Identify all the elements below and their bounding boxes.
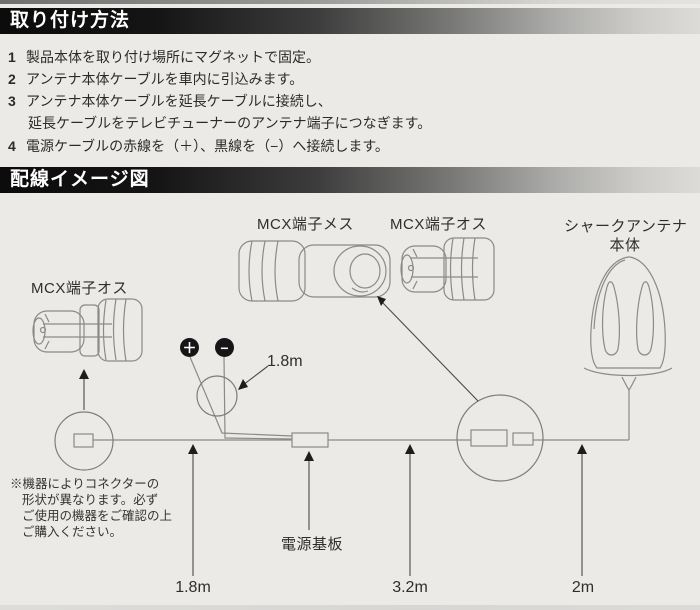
antenna-connector-box	[512, 432, 534, 446]
label-length-left: 1.8m	[175, 579, 211, 596]
step-2: 2 アンテナ本体ケーブルを車内に引込みます。	[8, 69, 303, 89]
power-cable-callout-circle	[196, 375, 238, 417]
power-board-box	[291, 432, 329, 448]
note-line-3: ご使用の機器をご確認の上	[22, 509, 173, 523]
mcx-female-drawing	[238, 240, 391, 302]
label-length-right: 2m	[571, 579, 595, 596]
tuner-connector-box	[470, 429, 508, 447]
step-3: 3 アンテナ本体ケーブルを延長ケーブルに接続し、	[8, 91, 332, 111]
shark-antenna-drawing	[583, 256, 673, 392]
mcx-male-left-drawing	[32, 298, 143, 362]
label-power-board: 電源基板	[280, 536, 343, 553]
step-4-text: 電源ケーブルの赤線を（＋）、黒線を（−）へ接続します。	[26, 138, 389, 154]
step-1-text: 製品本体を取り付け場所にマグネットで固定。	[26, 49, 320, 65]
arrowheads	[79, 296, 587, 461]
step-1-number: 1	[8, 49, 16, 65]
connector-note: ※機器によりコネクターの 形状が異なります。必ず ご使用の機器をご確認の上 ご購…	[10, 476, 172, 540]
step-3-text: アンテナ本体ケーブルを延長ケーブルに接続し、	[26, 93, 332, 109]
left-connector-callout-circle	[54, 411, 114, 471]
arrowhead-length-right	[577, 444, 587, 454]
step-4: 4 電源ケーブルの赤線を（＋）、黒線を（−）へ接続します。	[8, 136, 389, 156]
arrowhead-power-board	[304, 451, 314, 461]
minus-terminal-icon: −	[215, 338, 234, 357]
label-mcx-female: MCX端子メス	[257, 216, 354, 233]
step-2-text: アンテナ本体ケーブルを車内に引込みます。	[26, 71, 304, 87]
label-shark-antenna: シャークアンテナ	[564, 218, 688, 235]
note-line-2: 形状が異なります。必ず	[22, 493, 159, 507]
step-3-number: 3	[8, 93, 16, 109]
label-length-mid: 3.2m	[392, 579, 428, 596]
page-bottom-edge	[0, 605, 700, 610]
plus-symbol: ＋	[182, 339, 197, 356]
arrowhead-left-connector	[79, 369, 89, 379]
install-section-title: 取り付け方法	[10, 10, 131, 31]
mcx-male-mid-drawing	[400, 237, 495, 301]
page-top-edge	[0, 0, 700, 4]
arrowhead-length-mid	[405, 444, 415, 454]
step-1: 1 製品本体を取り付け場所にマグネットで固定。	[8, 47, 320, 67]
step-2-number: 2	[8, 71, 16, 87]
plus-terminal-icon: ＋	[180, 338, 199, 357]
note-line-4: ご購入ください。	[22, 525, 123, 539]
arrowhead-length-left	[188, 444, 198, 454]
step-3-continuation: 延長ケーブルをテレビチューナーのアンテナ端子につなぎます。	[28, 115, 432, 131]
label-power-cable-length: 1.8m	[267, 353, 303, 370]
note-line-1: ※機器によりコネクターの	[10, 477, 160, 491]
step-4-number: 4	[8, 138, 16, 154]
label-mcx-left-male: MCX端子オス	[31, 280, 128, 297]
wiring-section-header: 配線イメージ図	[0, 167, 700, 193]
arrowhead-power-cable	[238, 379, 248, 390]
cable-lines	[93, 356, 630, 441]
label-mcx-mid-male: MCX端子オス	[390, 216, 487, 233]
arrowhead-mcx-junction	[377, 296, 386, 306]
wiring-section-title: 配線イメージ図	[10, 169, 150, 190]
right-connector-callout-circle	[456, 394, 544, 482]
install-section-header: 取り付け方法	[0, 8, 700, 34]
label-shark-antenna-body: 本体	[609, 237, 641, 254]
minus-symbol: −	[220, 339, 229, 356]
left-connector-box	[73, 433, 94, 448]
